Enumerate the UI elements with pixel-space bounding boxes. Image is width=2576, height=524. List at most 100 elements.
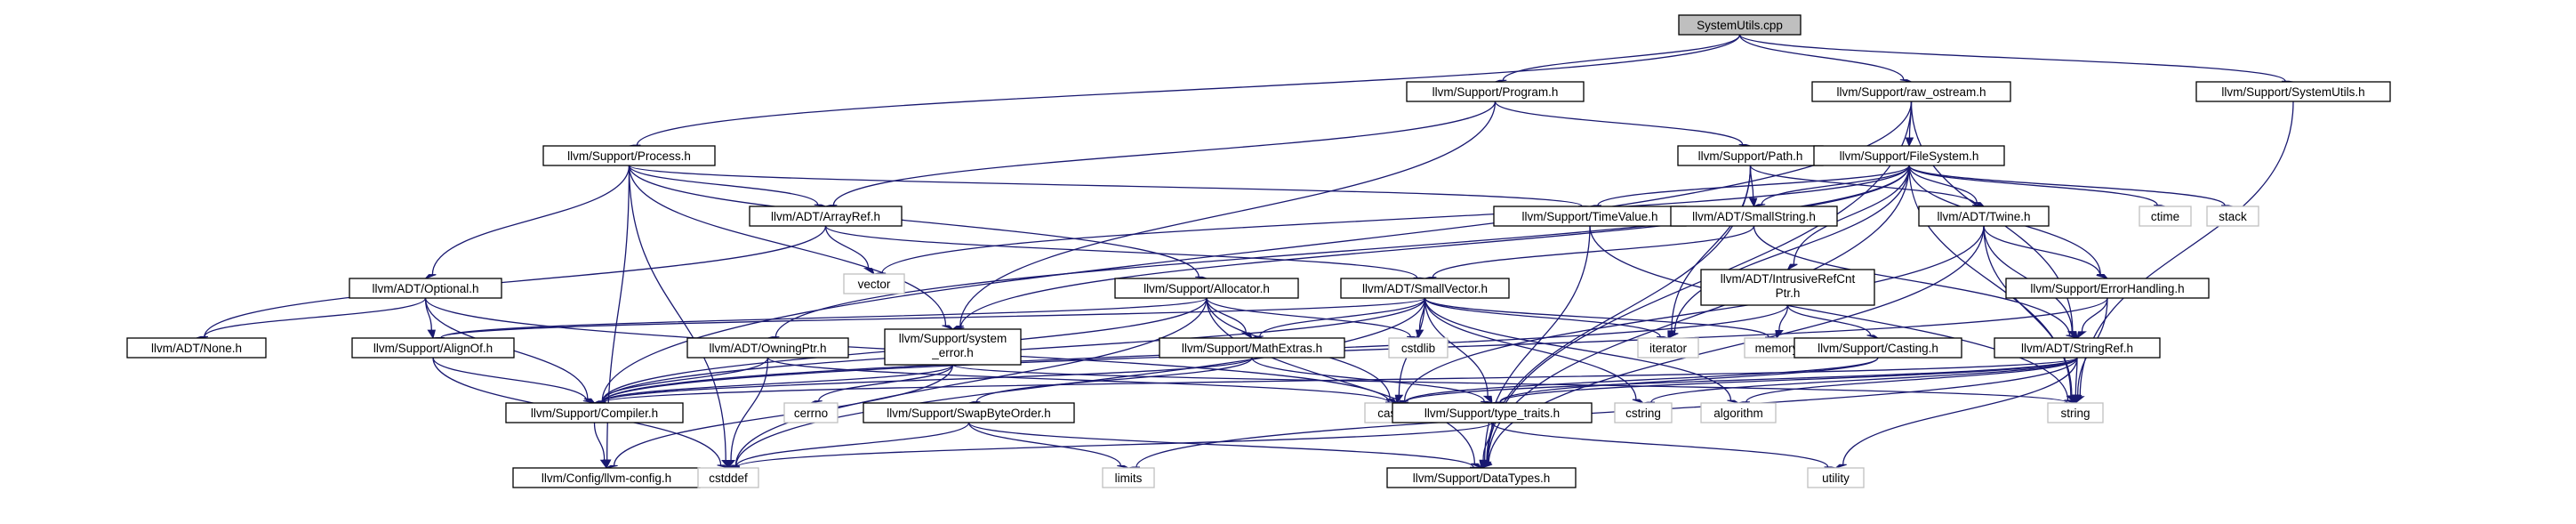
node-limits[interactable]: limits <box>1102 467 1155 488</box>
node-label: llvm/Support/system_error.h <box>899 332 1007 359</box>
edge-program-to-arrayref <box>825 101 1497 207</box>
node-box <box>1102 467 1155 488</box>
node-mathextras[interactable]: llvm/Support/MathExtras.h <box>1159 337 1345 359</box>
node-label: cstdlib <box>1401 342 1435 355</box>
node-label: llvm/Support/Program.h <box>1432 85 1559 99</box>
edge-line <box>1908 165 2226 206</box>
edge-smallvector-to-mathextras <box>1251 297 1426 339</box>
edge-filesystem-to-iterator <box>1666 165 1910 340</box>
edge-arrowhead <box>2076 331 2087 340</box>
node-datatypes[interactable]: llvm/Support/DataTypes.h <box>1386 467 1577 488</box>
edge-arrowhead <box>1471 463 1483 470</box>
edge-line <box>204 297 427 337</box>
node-label: cstddef <box>709 472 748 485</box>
node-box <box>1678 14 1802 36</box>
node-smallvector[interactable]: llvm/ADT/SmallVector.h <box>1340 278 1510 299</box>
node-box <box>843 273 905 294</box>
edge-line <box>975 357 1253 402</box>
node-optional[interactable]: llvm/ADT/Optional.h <box>349 278 502 299</box>
edge-line <box>1404 357 1879 403</box>
node-systemutils_h[interactable]: llvm/Support/SystemUtils.h <box>2195 81 2391 102</box>
node-box <box>126 337 267 359</box>
node-raw_ostream[interactable]: llvm/Support/raw_ostream.h <box>1811 81 2011 102</box>
node-box <box>1811 81 2011 102</box>
node-timevalue[interactable]: llvm/Support/TimeValue.h <box>1493 206 1687 227</box>
node-label: llvm/Support/SwapByteOrder.h <box>887 407 1051 420</box>
node-label: cstring <box>1625 407 1661 420</box>
node-stack[interactable]: stack <box>2206 206 2259 227</box>
node-none[interactable]: llvm/ADT/None.h <box>126 337 267 359</box>
node-program[interactable]: llvm/Support/Program.h <box>1406 81 1585 102</box>
node-root[interactable]: SystemUtils.cpp <box>1678 14 1802 36</box>
node-stringref[interactable]: llvm/ADT/StringRef.h <box>1994 337 2161 359</box>
node-label: llvm/Support/ErrorHandling.h <box>2030 282 2184 295</box>
node-type_traits[interactable]: llvm/Support/type_traits.h <box>1392 402 1593 423</box>
node-process[interactable]: llvm/Support/Process.h <box>542 145 716 166</box>
node-casting[interactable]: llvm/Support/Casting.h <box>1794 337 1962 359</box>
node-cstring[interactable]: cstring <box>1614 402 1673 423</box>
edge-line <box>1983 225 2101 276</box>
node-llvm_config[interactable]: llvm/Config/llvm-config.h <box>512 467 701 488</box>
node-string[interactable]: string <box>2047 402 2104 423</box>
node-filesystem[interactable]: llvm/Support/FileSystem.h <box>1813 145 2005 166</box>
node-cstddef[interactable]: cstddef <box>697 467 759 488</box>
node-twine[interactable]: llvm/ADT/Twine.h <box>1918 206 2050 227</box>
edge-line <box>1778 304 1789 331</box>
edge-type_traits-to-datatypes <box>1479 422 1493 470</box>
node-vector[interactable]: vector <box>843 273 905 294</box>
node-box <box>1388 337 1448 359</box>
edge-arrowhead <box>425 274 437 279</box>
edge-line <box>628 165 819 206</box>
node-smallstring[interactable]: llvm/ADT/SmallString.h <box>1670 206 1838 227</box>
node-box <box>2047 402 2104 423</box>
edge-line <box>1499 357 1879 403</box>
node-algorithm[interactable]: algorithm <box>1700 402 1777 423</box>
node-path[interactable]: llvm/Support/Path.h <box>1677 145 1824 166</box>
edge-line <box>1793 165 1910 265</box>
node-alignof[interactable]: llvm/Support/AlignOf.h <box>351 337 515 359</box>
node-box <box>884 328 1022 366</box>
edge-line <box>1597 165 1910 206</box>
edge-filesystem-to-timevalue <box>1589 165 1910 207</box>
node-box <box>542 145 716 166</box>
edge-line <box>824 225 1418 278</box>
node-ctime[interactable]: ctime <box>2139 206 2192 227</box>
node-box <box>2139 206 2192 227</box>
edge-arrowhead <box>582 400 595 404</box>
edge-arrowhead <box>942 325 953 330</box>
edge-line <box>1753 225 2071 336</box>
node-label: llvm/Support/AlignOf.h <box>373 342 493 355</box>
node-box <box>1406 81 1585 102</box>
edge-line <box>824 225 870 269</box>
edge-line <box>1482 422 1493 461</box>
node-label: stack <box>2219 210 2247 223</box>
node-label: llvm/Config/llvm-config.h <box>542 472 671 485</box>
node-system_error[interactable]: llvm/Support/system_error.h <box>884 328 1022 366</box>
edge-line <box>1424 297 1661 337</box>
edge-arrowhead <box>1481 400 1493 404</box>
node-cerrno[interactable]: cerrno <box>783 402 839 423</box>
node-iterator[interactable]: iterator <box>1637 337 1699 359</box>
node-utility[interactable]: utility <box>1807 467 1865 488</box>
node-owningptr[interactable]: llvm/ADT/OwningPtr.h <box>686 337 849 359</box>
edge-arrowhead <box>726 460 736 470</box>
edge-arrowhead <box>1786 263 1798 271</box>
edge-line <box>1745 357 2078 403</box>
edge-twine-to-errorhandling <box>1983 225 2108 279</box>
node-box <box>2005 278 2210 299</box>
node-box <box>1614 402 1673 423</box>
node-arrayref[interactable]: llvm/ADT/ArrayRef.h <box>749 206 903 227</box>
node-swapbyteorder[interactable]: llvm/Support/SwapByteOrder.h <box>863 402 1075 423</box>
node-cstdlib[interactable]: cstdlib <box>1388 337 1448 359</box>
edge-line <box>1650 357 2078 403</box>
edge-line <box>1738 34 2286 82</box>
edge-alignof-to-compiler <box>432 357 595 404</box>
edge-line <box>881 165 1910 274</box>
node-compiler[interactable]: llvm/Support/Compiler.h <box>505 402 684 423</box>
node-allocator[interactable]: llvm/Support/Allocator.h <box>1114 278 1299 299</box>
node-errorhandling[interactable]: llvm/Support/ErrorHandling.h <box>2005 278 2210 299</box>
node-label: SystemUtils.cpp <box>1697 19 1783 32</box>
node-label: llvm/Support/SystemUtils.h <box>2221 85 2364 99</box>
